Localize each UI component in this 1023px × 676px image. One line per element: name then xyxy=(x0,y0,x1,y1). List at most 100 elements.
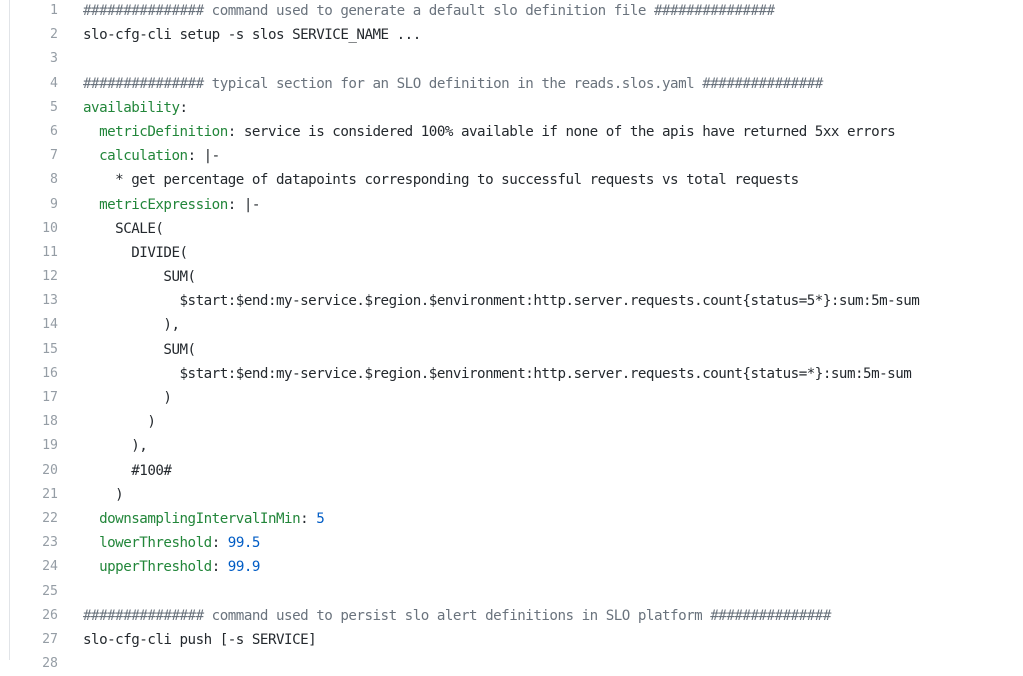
code-indent xyxy=(83,414,147,430)
line-number: 4 xyxy=(50,75,58,91)
line-number: 20 xyxy=(42,462,58,478)
code-line: 23 lowerThreshold: 99.5 xyxy=(10,531,1023,555)
line-number: 16 xyxy=(42,365,58,381)
code-indent xyxy=(83,487,115,503)
code-token-key: lowerThreshold xyxy=(99,535,212,552)
line-number: 7 xyxy=(50,148,58,164)
code-text: slo-cfg-cli push [-s SERVICE] xyxy=(83,628,317,652)
code-token-key: upperThreshold xyxy=(99,559,212,576)
code-line: 27 slo-cfg-cli push [-s SERVICE] xyxy=(10,628,1023,652)
code-indent xyxy=(83,366,180,382)
code-line: 14 ), xyxy=(10,313,1023,337)
code-indent xyxy=(83,390,163,406)
code-token-plain: : xyxy=(300,510,317,527)
code-text: $start:$end:my-service.$region.$environm… xyxy=(83,362,912,386)
code-line: 13 $start:$end:my-service.$region.$envir… xyxy=(10,289,1023,313)
code-line: 26############### command used to persis… xyxy=(10,604,1023,628)
code-token-key: calculation xyxy=(99,148,188,165)
code-text: ) xyxy=(83,410,156,434)
code-line: 15 SUM( xyxy=(10,338,1023,362)
line-number: 14 xyxy=(42,317,58,333)
line-number: 6 xyxy=(50,123,58,139)
line-number: 11 xyxy=(42,244,58,260)
code-line: 12 SUM( xyxy=(10,265,1023,289)
line-number: 9 xyxy=(50,196,58,212)
line-number: 26 xyxy=(42,607,58,623)
code-indent xyxy=(83,172,115,188)
code-line: 9 metricExpression: |- xyxy=(10,193,1023,217)
code-line: 16 $start:$end:my-service.$region.$envir… xyxy=(10,362,1023,386)
line-number: 2 xyxy=(50,27,58,43)
code-lines: 1############### command used to generat… xyxy=(10,0,1023,676)
code-token-plain: : xyxy=(179,99,189,116)
line-number: 25 xyxy=(42,583,58,599)
code-text: slo-cfg-cli setup -s slos SERVICE_NAME .… xyxy=(83,23,421,47)
code-text: ), xyxy=(83,313,180,337)
code-token-comment: ############### typical section for an S… xyxy=(83,75,823,92)
code-line: 10 SCALE( xyxy=(10,217,1023,241)
code-token-key: metricDefinition xyxy=(99,123,228,140)
line-number: 17 xyxy=(42,390,58,405)
code-text: SUM( xyxy=(83,265,196,289)
code-token-number: 99.9 xyxy=(227,559,261,576)
code-indent xyxy=(83,511,99,527)
code-indent xyxy=(83,293,180,309)
code-text: ############### command used to generate… xyxy=(83,0,775,23)
line-number: 28 xyxy=(42,656,58,672)
code-line: 18 ) xyxy=(10,410,1023,434)
line-number: 18 xyxy=(42,414,58,430)
code-text: downsamplingIntervalInMin: 5 xyxy=(83,507,325,531)
code-text: SCALE( xyxy=(83,217,164,241)
code-indent xyxy=(83,535,99,551)
code-text: ), xyxy=(83,434,148,458)
code-token-plain: SCALE( xyxy=(115,220,164,237)
code-text: $start:$end:my-service.$region.$environm… xyxy=(83,289,920,313)
line-number: 19 xyxy=(42,438,58,454)
code-token-plain: $start:$end:my-service.$region.$environm… xyxy=(179,365,912,382)
line-number: 15 xyxy=(42,341,58,357)
code-line: 2 slo-cfg-cli setup -s slos SERVICE_NAME … xyxy=(10,23,1023,47)
code-token-key: metricExpression xyxy=(99,196,228,213)
code-token-key: downsamplingIntervalInMin xyxy=(99,510,301,527)
code-line: 21 ) xyxy=(10,483,1023,507)
code-text: lowerThreshold: 99.5 xyxy=(83,531,260,555)
code-indent xyxy=(83,342,163,358)
code-text: SUM( xyxy=(83,338,196,362)
code-indent xyxy=(83,148,99,164)
line-number: 27 xyxy=(42,631,58,647)
code-text: ) xyxy=(83,483,124,507)
line-number: 23 xyxy=(42,535,58,551)
code-line: 7 calculation: |- xyxy=(10,144,1023,168)
line-number: 5 xyxy=(50,99,58,115)
code-token-plain: ) xyxy=(163,390,172,406)
line-number: 10 xyxy=(42,220,58,236)
code-token-plain: #100# xyxy=(131,462,172,479)
code-indent xyxy=(83,197,99,213)
code-token-plain: ), xyxy=(163,317,180,334)
code-viewer[interactable]: 1############### command used to generat… xyxy=(9,0,1023,671)
code-indent xyxy=(83,269,163,285)
code-text: metricExpression: |- xyxy=(83,193,260,217)
code-token-number: 99.5 xyxy=(227,535,261,552)
code-line: 20 #100# xyxy=(10,459,1023,483)
code-line: 22 downsamplingIntervalInMin: 5 xyxy=(10,507,1023,531)
code-text: metricDefinition: service is considered … xyxy=(83,120,896,144)
code-line: 8 * get percentage of datapoints corresp… xyxy=(10,168,1023,192)
code-text: ############### typical section for an S… xyxy=(83,72,823,96)
code-token-plain: : xyxy=(211,559,228,576)
code-line: 5 availability: xyxy=(10,96,1023,120)
code-text: availability: xyxy=(83,96,188,120)
code-token-plain: ), xyxy=(131,438,148,455)
code-text: #100# xyxy=(83,459,172,483)
code-token-key: availability xyxy=(83,99,180,116)
code-token-number: 5 xyxy=(316,510,325,527)
code-token-plain: SUM( xyxy=(163,341,196,358)
code-line: 3 xyxy=(10,47,1023,71)
code-text: DIVIDE( xyxy=(83,241,188,265)
line-number: 21 xyxy=(42,486,58,502)
line-number: 22 xyxy=(42,510,58,526)
code-indent xyxy=(83,438,131,454)
line-number: 13 xyxy=(42,293,58,309)
line-number: 8 xyxy=(50,172,58,188)
code-indent xyxy=(83,559,99,575)
